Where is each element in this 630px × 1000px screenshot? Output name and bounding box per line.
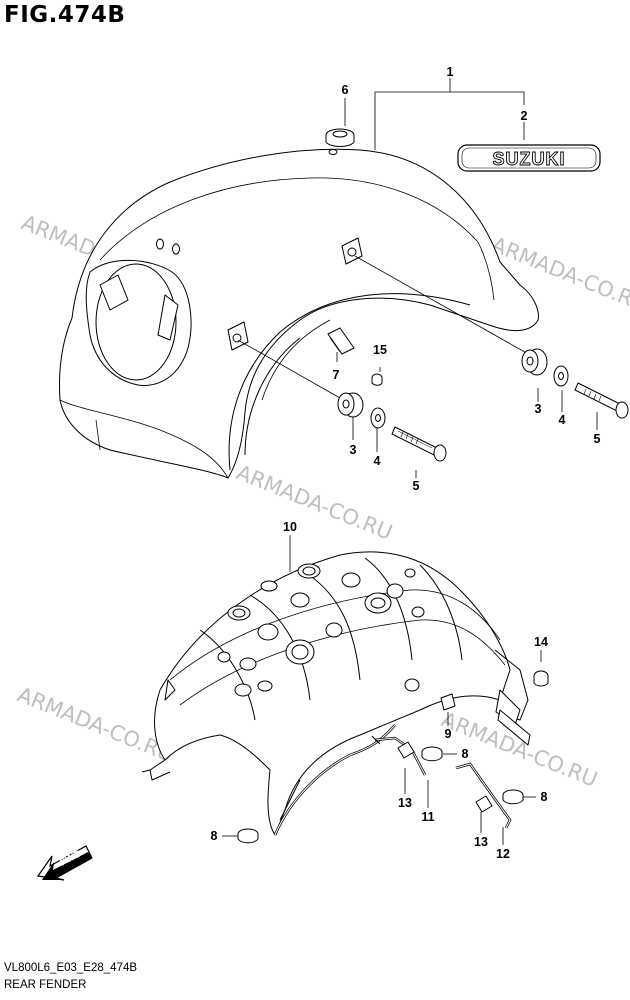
callout-9: 9 bbox=[445, 727, 452, 741]
callout-1: 1 bbox=[447, 65, 454, 79]
callout-7: 7 bbox=[333, 368, 340, 382]
callout-11: 11 bbox=[421, 810, 434, 824]
callout-lines bbox=[222, 78, 598, 845]
rear-fender bbox=[59, 128, 539, 479]
callout-8-a: 8 bbox=[462, 747, 469, 761]
hardware-set-right bbox=[521, 348, 629, 419]
watermark: ARMADA-CO.RU bbox=[233, 460, 396, 544]
callout-5-left: 5 bbox=[413, 479, 420, 493]
figure-title: FIG.474B bbox=[4, 2, 126, 28]
callout-2: 2 bbox=[521, 109, 528, 123]
inner-fender bbox=[141, 551, 531, 836]
watermark: ARMADA-CO.RU bbox=[14, 682, 177, 766]
callout-14: 14 bbox=[534, 635, 548, 649]
hardware-set-left bbox=[327, 327, 447, 462]
callout-13-b: 13 bbox=[474, 835, 488, 849]
callout-numbers: 1 2 6 7 15 3 4 5 3 4 5 10 14 9 8 13 11 8… bbox=[211, 65, 601, 861]
callout-13-a: 13 bbox=[398, 796, 412, 810]
emblem-text: SUZUKI bbox=[493, 149, 566, 169]
callout-3-right: 3 bbox=[535, 402, 542, 416]
suzuki-emblem: SUZUKI bbox=[457, 144, 601, 172]
callout-5-right: 5 bbox=[594, 432, 601, 446]
callout-8-b: 8 bbox=[541, 790, 548, 804]
callout-4-left: 4 bbox=[374, 454, 381, 468]
section-name: REAR FENDER bbox=[4, 979, 87, 991]
callout-12: 12 bbox=[496, 847, 510, 861]
callout-15: 15 bbox=[373, 343, 387, 357]
callout-10: 10 bbox=[283, 520, 297, 534]
model-code: VL800L6_E03_E28_474B bbox=[4, 962, 138, 974]
callout-3-left: 3 bbox=[350, 443, 357, 457]
fwd-arrow: FWD bbox=[36, 845, 93, 881]
small-parts-lower bbox=[237, 670, 549, 844]
callout-4-right: 4 bbox=[559, 413, 566, 427]
callout-8-c: 8 bbox=[211, 829, 218, 843]
callout-6: 6 bbox=[342, 83, 349, 97]
